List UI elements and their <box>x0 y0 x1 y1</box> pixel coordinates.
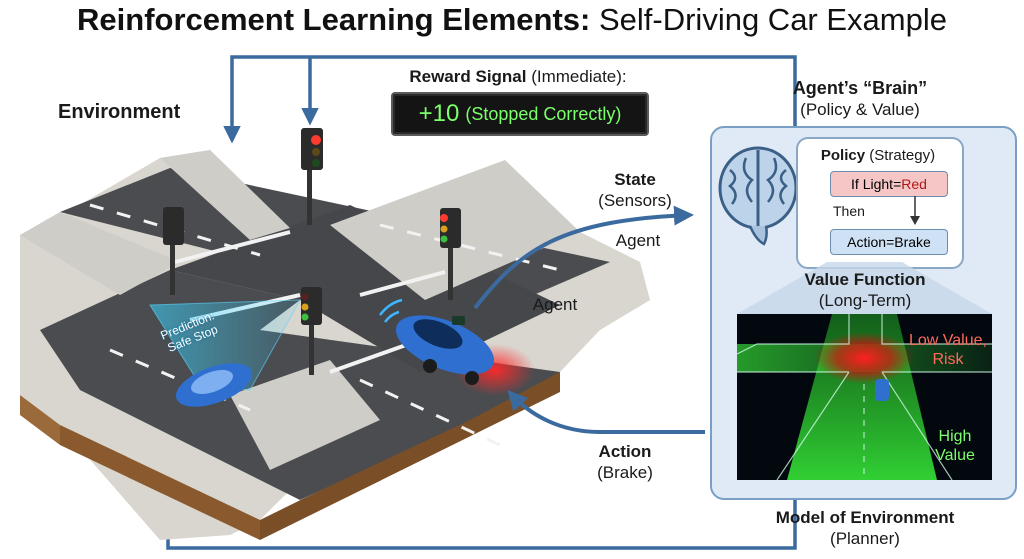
value-function-subtitle: (Long-Term) <box>818 291 912 310</box>
policy-then: Then <box>833 203 865 219</box>
scene-agent-label: Agent <box>532 295 578 314</box>
title-bold: Reinforcement Learning Elements: <box>77 2 591 37</box>
reward-label: Reward Signal (Immediate): <box>372 66 664 87</box>
traffic-light-right <box>440 208 461 300</box>
brain-icon <box>718 146 798 246</box>
action-title: Action <box>598 442 652 461</box>
reward-label-bold: Reward Signal <box>409 67 527 86</box>
intersection-ground <box>20 150 650 540</box>
reward-value-box: +10 (Stopped Correctly) <box>391 92 649 136</box>
agent-brain-subtitle: (Policy & Value) <box>800 100 920 119</box>
policy-condition: If Light=Red <box>830 171 948 197</box>
low-value-label: Low Value, Risk <box>898 331 998 369</box>
value-function-funnel <box>737 262 992 314</box>
low-value-line-2: Risk <box>932 351 964 368</box>
agent-car <box>379 298 535 396</box>
action-subtitle: (Brake) <box>597 463 653 482</box>
policy-arrow-icon <box>910 196 920 225</box>
prediction-ghost-car <box>149 299 301 407</box>
environment-label: Environment <box>58 101 181 123</box>
loop-arrow-top <box>223 55 797 144</box>
high-value-line-1: High <box>938 428 972 445</box>
heatmap-car-icon <box>875 379 889 401</box>
action-arrow <box>507 390 705 434</box>
traffic-light-top <box>301 128 323 225</box>
reward-value: +10 <box>418 100 460 127</box>
reward-label-rest: (Immediate): <box>531 67 627 86</box>
agent-brain-title: Agent’s “Brain” <box>792 78 928 98</box>
high-value-label: High Value <box>915 427 995 465</box>
reward-note: (Stopped Correctly) <box>465 103 622 124</box>
sidewalk-south <box>230 360 380 470</box>
policy-condition-prefix: If Light= <box>851 176 902 192</box>
model-subtitle: (Planner) <box>830 529 900 548</box>
sidewalk-north <box>160 150 290 240</box>
high-value-line-2: Value <box>935 447 975 464</box>
policy-action: Action=Brake <box>830 229 948 255</box>
model-title: Model of Environment <box>775 508 955 527</box>
value-heatmap-svg <box>737 314 992 480</box>
policy-condition-value: Red <box>901 176 927 192</box>
title-rest: Self-Driving Car Example <box>598 2 947 37</box>
traffic-light-center <box>301 287 322 375</box>
page-title: Reinforcement Learning Elements: Self-Dr… <box>0 2 1024 38</box>
state-subtitle: (Sensors) <box>598 191 672 210</box>
value-function-title: Value Function <box>804 270 926 289</box>
traffic-light-left <box>163 207 184 295</box>
value-heatmap <box>737 314 992 480</box>
state-title: State <box>614 170 656 189</box>
policy-title-rest: (Strategy) <box>869 147 936 164</box>
sidewalk-west <box>20 212 180 295</box>
policy-title-bold: Policy <box>820 147 866 164</box>
policy-title: Policy (Strategy) <box>796 145 960 166</box>
low-value-line-1: Low Value, <box>909 332 987 349</box>
state-arrow <box>473 205 694 310</box>
state-agent-label: Agent <box>615 231 661 250</box>
